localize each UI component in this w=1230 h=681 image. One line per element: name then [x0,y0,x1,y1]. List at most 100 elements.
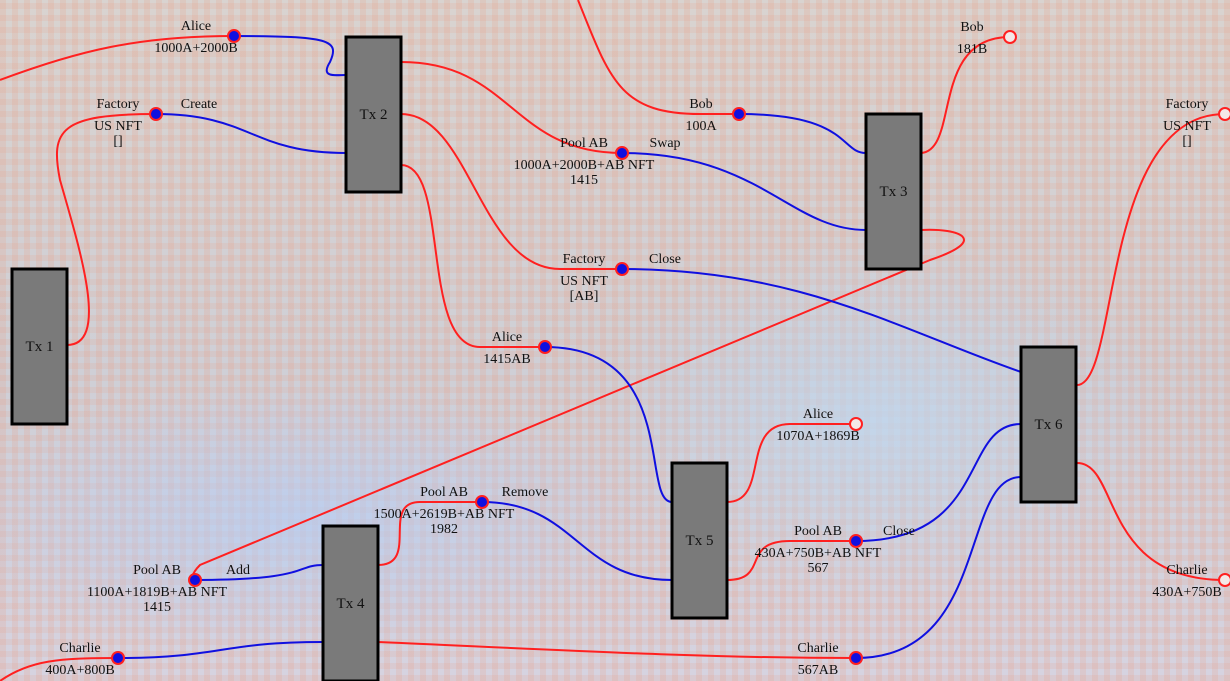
utxo-value: US NFT [560,274,608,289]
spent-utxo-dot[interactable] [849,534,863,548]
output-edge [726,423,856,503]
output-edge [400,61,623,154]
unspent-utxo-dot[interactable] [1218,107,1230,121]
utxo-node[interactable]: Factory US NFT[] Create [94,97,217,149]
utxo-value: 1982 [430,522,458,537]
utxo-owner: Pool AB [420,485,468,500]
input-edge [738,113,867,154]
spent-utxo-dot[interactable] [732,107,746,121]
utxo-owner: Alice [803,407,833,422]
utxo-value: 400A+800B [45,663,114,678]
utxo-node[interactable]: Bob 100A [685,97,746,134]
transaction-label: Tx 5 [686,533,714,549]
unspent-utxo-dot[interactable] [1003,30,1017,44]
utxo-action: Swap [649,136,680,151]
utxo-node[interactable]: Charlie 400A+800B [45,641,125,678]
transaction-label: Tx 6 [1035,417,1063,433]
utxo-value: 1415 [570,173,598,188]
spent-utxo-dot[interactable] [538,340,552,354]
utxo-node[interactable]: Charlie 567AB [797,641,863,678]
utxo-value: 1000A+2000B+AB NFT [514,158,655,173]
transaction-label: Tx 4 [337,596,365,612]
utxo-value: [] [1182,134,1191,149]
transaction-rect [10,267,69,426]
input-edge [233,35,347,77]
utxo-value: 567 [808,561,829,576]
output-edge [1076,462,1226,581]
spent-utxo-dot[interactable] [615,262,629,276]
utxo-owner: Charlie [797,641,838,656]
utxo-node[interactable]: Bob 181B [957,20,1017,57]
utxo-owner: Bob [960,20,983,35]
output-edge [400,164,545,348]
utxo-value: 1500A+2619B+AB NFT [374,507,515,522]
spent-utxo-dot[interactable] [615,146,629,160]
utxo-value: 1000A+2000B [154,41,237,56]
utxo-node[interactable]: Alice 1415AB [483,330,552,367]
input-edge [481,501,673,581]
transaction-box[interactable]: Tx 1 [10,267,69,426]
unspent-utxo-dot[interactable] [1218,573,1230,587]
utxo-value: 430A+750B [1152,585,1221,600]
transaction-box[interactable]: Tx 2 [344,35,403,194]
utxo-value: 1070A+1869B [776,429,859,444]
transaction-label: Tx 1 [26,339,54,355]
output-edge [0,657,119,681]
utxo-node[interactable]: Alice 1070A+1869B [776,407,863,444]
output-edge [726,540,856,581]
utxo-action: Remove [502,485,549,500]
spent-utxo-dot[interactable] [227,29,241,43]
utxo-value: [] [113,134,122,149]
output-edge [577,0,739,115]
utxo-value: 1415AB [483,352,530,367]
utxo-value: 1415 [143,600,171,615]
unspent-utxo-dot[interactable] [849,417,863,431]
utxo-value: 1100A+1819B+AB NFT [87,585,228,600]
utxo-action: Create [181,97,218,112]
transaction-label: Tx 2 [360,107,388,123]
utxo-owner: Pool AB [794,524,842,539]
utxo-node[interactable]: Charlie 430A+750B [1152,563,1230,600]
transaction-box[interactable]: Tx 3 [864,112,923,271]
utxo-owner: Bob [689,97,712,112]
input-edge [855,423,1022,542]
utxo-value: US NFT [94,119,142,134]
output-edge [377,641,857,659]
input-edge [855,476,1022,659]
input-edge [621,152,867,231]
utxo-owner: Charlie [1166,563,1207,578]
spent-utxo-dot[interactable] [188,573,202,587]
utxo-owner: Pool AB [560,136,608,151]
spent-utxo-dot[interactable] [149,107,163,121]
output-edge [920,36,1011,154]
utxo-owner: Alice [492,330,522,345]
output-edge [377,501,482,566]
input-edge [621,268,1022,373]
utxo-action: Add [226,563,250,578]
utxo-value: 100A [685,119,717,134]
utxo-value: US NFT [1163,119,1211,134]
spent-utxo-dot[interactable] [475,495,489,509]
transaction-box[interactable]: Tx 6 [1019,345,1078,504]
transaction-box[interactable]: Tx 4 [321,524,380,681]
spent-utxo-dot[interactable] [849,651,863,665]
utxo-value: 567AB [798,663,838,678]
input-edge [155,113,347,154]
transaction-box[interactable]: Tx 5 [670,461,729,620]
utxo-owner: Charlie [59,641,100,656]
output-edge [0,35,235,81]
spent-utxo-dot[interactable] [111,651,125,665]
output-edge [400,113,622,270]
transaction-rect [864,112,923,271]
utxo-owner: Factory [563,252,606,267]
utxo-owner: Factory [97,97,140,112]
utxo-value: 181B [957,42,987,57]
